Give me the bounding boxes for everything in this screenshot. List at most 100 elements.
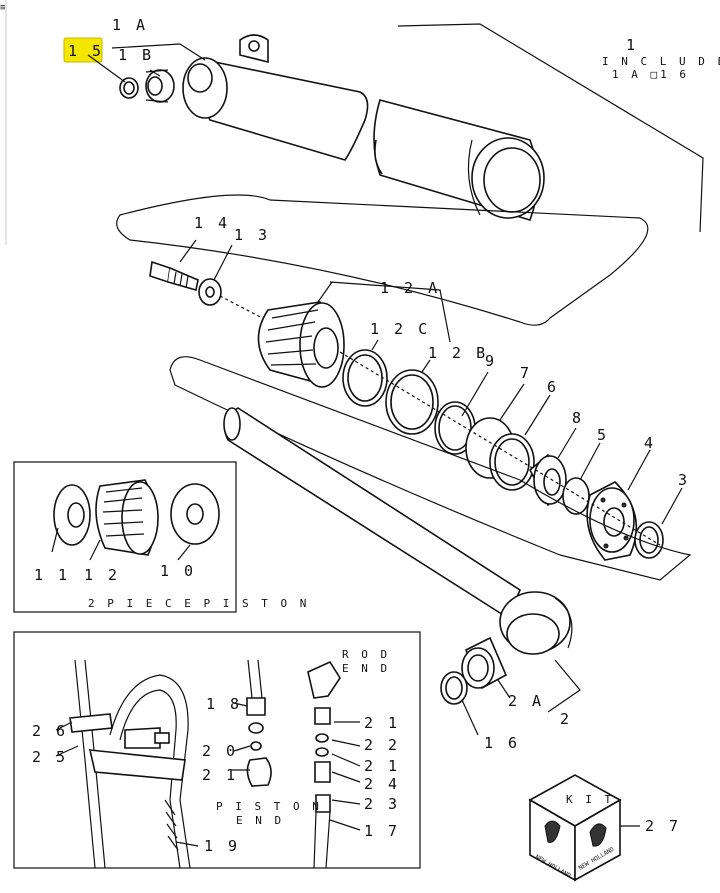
callout-1a-top[interactable]: 1 A bbox=[112, 16, 148, 34]
barrel-assembly[interactable] bbox=[182, 34, 545, 221]
leader-16 bbox=[461, 699, 479, 736]
rod-end-line-2: E N D bbox=[342, 662, 390, 675]
part-1b-bushing[interactable] bbox=[145, 69, 175, 103]
callout-18[interactable]: 1 8 bbox=[206, 695, 242, 713]
leader-13 bbox=[213, 244, 233, 281]
callout-1b[interactable]: 1 B bbox=[118, 46, 154, 64]
leader-4 bbox=[627, 449, 651, 491]
part-12-hub[interactable] bbox=[95, 479, 159, 556]
callout-20[interactable]: 2 0 bbox=[202, 742, 238, 760]
callout-11[interactable]: 1 1 bbox=[34, 566, 70, 584]
part-15-ring[interactable] bbox=[119, 77, 139, 99]
part-2a-bushing[interactable] bbox=[461, 636, 508, 690]
two-piece-piston-note: 2 P I E C E P I S T O N bbox=[88, 597, 309, 610]
callout-27[interactable]: 2 7 bbox=[645, 817, 681, 835]
part-4-gland[interactable] bbox=[586, 481, 638, 561]
piston-end-line-2: E N D bbox=[236, 814, 284, 827]
callout-17[interactable]: 1 7 bbox=[364, 822, 400, 840]
callout-3[interactable]: 3 bbox=[678, 471, 690, 489]
hose-assembly[interactable] bbox=[69, 659, 191, 869]
leader-26 bbox=[55, 721, 73, 731]
leader-1a bbox=[111, 43, 206, 61]
leader-25 bbox=[55, 745, 79, 757]
leader-12b bbox=[421, 359, 431, 373]
page-corner-mark: ≡ bbox=[0, 3, 8, 13]
callout-21a[interactable]: 2 1 bbox=[202, 766, 238, 784]
part-12b-ring[interactable] bbox=[385, 369, 439, 435]
rod-end-line-1: R O D bbox=[342, 648, 390, 661]
callout-14[interactable]: 1 4 bbox=[194, 214, 230, 232]
leader-19 bbox=[175, 841, 199, 847]
part-13-washer[interactable] bbox=[198, 278, 222, 306]
leader-12c bbox=[371, 339, 379, 351]
leader-17 bbox=[329, 819, 361, 831]
outline-plane-upper bbox=[116, 194, 649, 326]
callout-12c[interactable]: 1 2 C bbox=[370, 320, 430, 338]
callout-15-top[interactable]: 1 5 bbox=[68, 42, 104, 60]
callout-2[interactable]: 2 bbox=[560, 710, 572, 728]
callout-22[interactable]: 2 2 bbox=[364, 736, 400, 754]
callout-12a[interactable]: 1 2 A bbox=[380, 279, 440, 297]
highlight-box bbox=[63, 37, 103, 63]
inset-hose-fittings bbox=[13, 631, 421, 869]
part-2-rod[interactable] bbox=[223, 407, 573, 655]
part-8-spacer[interactable] bbox=[528, 453, 567, 507]
piston-end-fittings[interactable] bbox=[246, 659, 272, 787]
leader-9 bbox=[461, 371, 489, 417]
callout-12[interactable]: 1 2 bbox=[84, 566, 120, 584]
leader-14 bbox=[179, 239, 197, 263]
callout-1[interactable]: 1 bbox=[626, 36, 638, 54]
callout-9[interactable]: 9 bbox=[485, 352, 497, 370]
leader-12 bbox=[89, 539, 101, 561]
callout-8[interactable]: 8 bbox=[572, 409, 584, 427]
leader-3 bbox=[661, 487, 683, 525]
callout-21b[interactable]: 2 1 bbox=[364, 714, 400, 732]
callout-4[interactable]: 4 bbox=[644, 434, 656, 452]
part-5-ring[interactable] bbox=[562, 477, 590, 515]
part-6-ring[interactable] bbox=[489, 433, 535, 491]
callout-13[interactable]: 1 3 bbox=[234, 226, 270, 244]
centerline-piston bbox=[339, 351, 661, 546]
outline-plane-lower bbox=[169, 356, 692, 581]
callout-12b[interactable]: 1 2 B bbox=[428, 344, 488, 362]
callout-10[interactable]: 1 0 bbox=[160, 562, 196, 580]
part-11-disc[interactable] bbox=[53, 484, 91, 546]
callout-21c[interactable]: 2 1 bbox=[364, 757, 400, 775]
leader-12a-b bbox=[317, 281, 333, 303]
includes-note-line-1: I N C L U D E S bbox=[602, 55, 720, 68]
callout-2a[interactable]: 2 A bbox=[508, 692, 544, 710]
leader-12a bbox=[329, 281, 451, 343]
callout-6[interactable]: 6 bbox=[547, 378, 559, 396]
leader-18 bbox=[233, 702, 248, 707]
leader-23 bbox=[331, 799, 361, 805]
callout-23[interactable]: 2 3 bbox=[364, 795, 400, 813]
part-12a-piston[interactable] bbox=[257, 301, 345, 388]
callout-16[interactable]: 1 6 bbox=[484, 734, 520, 752]
callout-25[interactable]: 2 5 bbox=[32, 748, 68, 766]
inset-two-piece-piston bbox=[13, 461, 237, 613]
rod-end-fittings[interactable] bbox=[307, 660, 341, 869]
leader-7 bbox=[499, 383, 525, 421]
callout-19[interactable]: 1 9 bbox=[204, 837, 240, 855]
leader-22 bbox=[331, 739, 361, 747]
part-16-ring[interactable] bbox=[440, 671, 468, 705]
part-10-disc[interactable] bbox=[170, 483, 220, 545]
kit-box-27[interactable] bbox=[528, 774, 622, 882]
leader-10 bbox=[177, 544, 191, 561]
callout-26[interactable]: 2 6 bbox=[32, 722, 68, 740]
leader-1b bbox=[149, 69, 161, 77]
callout-7[interactable]: 7 bbox=[520, 364, 532, 382]
part-12c-ring[interactable] bbox=[342, 349, 388, 407]
callout-24[interactable]: 2 4 bbox=[364, 775, 400, 793]
leader-6 bbox=[524, 394, 551, 436]
part-14-bolt[interactable] bbox=[149, 260, 199, 292]
leader-21c bbox=[331, 753, 361, 767]
kit-label: K I T bbox=[566, 793, 614, 806]
leader-2a bbox=[497, 679, 511, 699]
part-3-ring[interactable] bbox=[634, 521, 664, 559]
callout-5[interactable]: 5 bbox=[597, 426, 609, 444]
leader-15 bbox=[87, 54, 126, 83]
includes-note-line-2: 1 A □1 6 bbox=[612, 68, 689, 81]
